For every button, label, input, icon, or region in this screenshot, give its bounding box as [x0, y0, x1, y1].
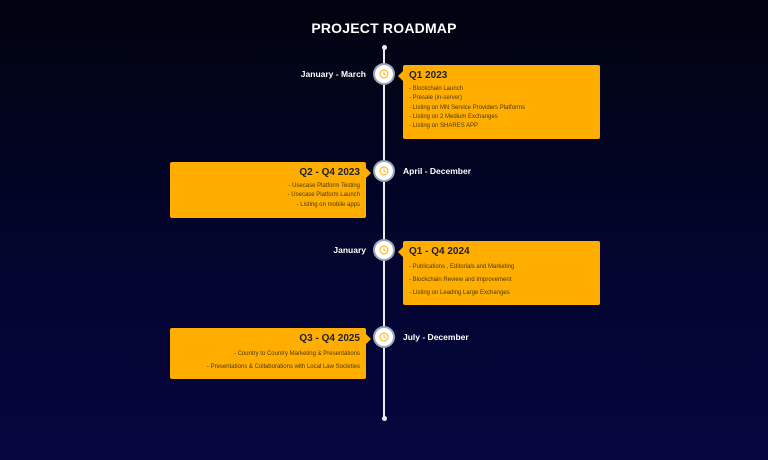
milestone-title-3: Q1 - Q4 2024 — [409, 246, 470, 257]
milestone-item: - Listing on Leading Large Exchanges — [409, 290, 510, 296]
milestone-item: - Usecase Platform Launch — [287, 192, 360, 199]
milestone-item: - Presentations & Collaborations with Lo… — [206, 364, 360, 370]
clock-icon — [379, 69, 389, 79]
milestone-title-4: Q3 - Q4 2025 — [299, 333, 360, 344]
milestone-card-1: Q1 2023 - Blockchain Launch - Presale (i… — [398, 65, 600, 139]
milestone-item: - Blockchain Review and Improvement — [409, 277, 512, 283]
milestone-card-3: Q1 - Q4 2024 - Publications , Editorials… — [398, 241, 600, 305]
milestone-item: - Country to Country Marketing & Present… — [233, 351, 360, 357]
page-title: PROJECT ROADMAP — [311, 20, 457, 36]
milestone-item: - Listing on SHARES APP — [409, 123, 479, 130]
milestone-item: - Presale (in-server) — [409, 95, 463, 102]
milestone-item: - Usecase Platform Testing — [288, 183, 360, 189]
milestone-item: - Publications , Editorials and Marketin… — [409, 264, 515, 270]
milestone-date-4: July - December — [403, 332, 469, 342]
clock-icon — [379, 332, 389, 342]
milestone-title-2: Q2 - Q4 2023 — [299, 167, 360, 178]
milestone-item: - Blockchain Launch — [409, 86, 464, 92]
milestone-item: - Listing on MN Service Providers Platfo… — [409, 104, 526, 111]
clock-icon — [379, 245, 389, 255]
timeline-node-3 — [375, 241, 393, 259]
milestone-title-1: Q1 2023 — [409, 70, 448, 81]
milestone-date-1: January - March — [300, 69, 366, 79]
milestone-card-4: Q3 - Q4 2025 - Country to Country Market… — [170, 328, 371, 379]
timeline-start-dot — [381, 45, 387, 50]
timeline-node-2 — [375, 162, 393, 180]
timeline-node-4 — [375, 328, 393, 346]
timeline-node-1 — [375, 65, 393, 83]
clock-icon — [379, 166, 389, 176]
milestone-date-2: April - December — [403, 166, 472, 176]
milestone-item: - Listing on 2 Medium Exchanges — [409, 113, 498, 120]
timeline-line — [383, 47, 385, 419]
milestone-card-2: Q2 - Q4 2023 - Usecase Platform Testing … — [170, 162, 371, 218]
timeline-end-dot — [381, 416, 387, 421]
milestone-item: - Listing on mobile apps — [296, 201, 360, 208]
milestone-date-3: January — [333, 245, 366, 255]
